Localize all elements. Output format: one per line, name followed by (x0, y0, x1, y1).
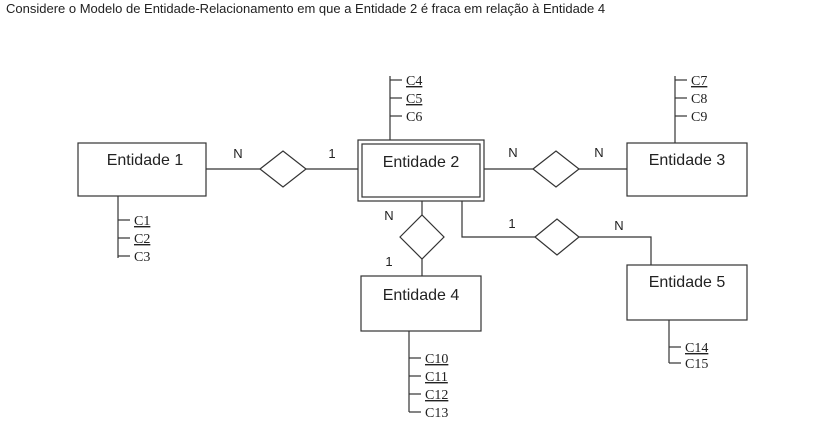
attribute-c3: C3 (134, 250, 150, 265)
cardinality-r3-e2: N (384, 208, 393, 223)
cardinality-r4-e5: N (614, 218, 623, 233)
connector-r4-e5 (579, 236, 652, 265)
entity-5-label: Entidade 5 (649, 274, 726, 291)
entity-5: Entidade 5 (626, 264, 748, 321)
entity-2-weak: Entidade 2 (357, 139, 485, 202)
cardinality-r4-e2: 1 (508, 216, 515, 231)
cardinality-r1-e2: 1 (328, 146, 335, 161)
entity-2-label: Entidade 2 (383, 154, 460, 171)
relationship-e1-e2 (259, 150, 307, 188)
attribute-c15: C15 (685, 357, 708, 372)
cardinality-r2-e3: N (594, 145, 603, 160)
attribute-c12: C12 (425, 388, 448, 403)
attribute-c10: C10 (425, 352, 448, 367)
attribute-c8: C8 (691, 92, 707, 107)
question-text: Considere o Modelo de Entidade-Relaciona… (6, 1, 606, 16)
attribute-c1: C1 (134, 214, 150, 229)
relationship-e2-e5 (534, 218, 580, 256)
entity-3-label: Entidade 3 (649, 152, 726, 169)
attribute-c9: C9 (691, 110, 707, 125)
connector-e2-r4 (461, 201, 535, 238)
entity-4-label: Entidade 4 (383, 287, 460, 304)
entity-3: Entidade 3 (626, 142, 748, 197)
attribute-c4: C4 (406, 74, 422, 89)
attribute-c14: C14 (685, 341, 708, 356)
attribute-c13: C13 (425, 406, 448, 421)
relationship-e2-e3 (532, 150, 580, 188)
entity-1: Entidade 1 (77, 142, 207, 197)
attribute-c5: C5 (406, 92, 422, 107)
attribute-c2: C2 (134, 232, 150, 247)
attribute-c7: C7 (691, 74, 707, 89)
entity-4: Entidade 4 (360, 275, 482, 332)
cardinality-r1-e1: N (233, 146, 242, 161)
attribute-c6: C6 (406, 110, 422, 125)
cardinality-r3-e4: 1 (385, 254, 392, 269)
relationship-e2-e4 (399, 214, 445, 260)
attribute-c11: C11 (425, 370, 448, 385)
entity-1-label: Entidade 1 (107, 152, 184, 169)
cardinality-r2-e2: N (508, 145, 517, 160)
